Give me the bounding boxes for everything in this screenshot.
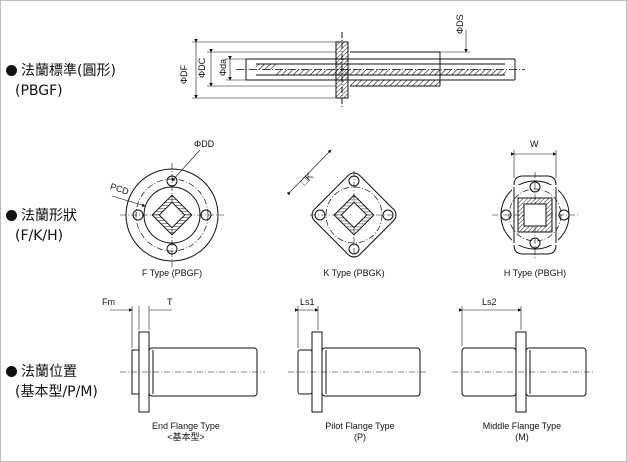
row-title: 法蘭標準(圓形) xyxy=(21,63,116,79)
dim-ds: ΦDS xyxy=(455,14,465,34)
h-type-flange-front xyxy=(492,150,578,258)
dim-dc: ΦDC xyxy=(197,57,207,78)
caption-line2: <基本型> xyxy=(167,432,205,442)
caption-line2: (P) xyxy=(354,432,366,442)
row-label-shape: 法蘭形狀 (F/K/H) xyxy=(6,206,77,246)
row-label-standard: 法蘭標準(圓形) (PBGF) xyxy=(6,61,116,101)
bullet-icon xyxy=(6,366,17,377)
standard-flange-section xyxy=(192,30,525,108)
row-subtitle: (F/K/H) xyxy=(15,228,64,244)
dim-t: T xyxy=(167,297,173,307)
row-title: 法蘭位置 xyxy=(21,364,77,380)
dim-ls1: Ls1 xyxy=(300,297,315,307)
caption-line1: Pilot Flange Type xyxy=(325,421,395,431)
row-label-position: 法蘭位置 (基本型/P/M) xyxy=(6,362,98,402)
bullet-icon xyxy=(6,65,17,76)
dim-dd: ΦDD xyxy=(194,139,215,149)
middle-flange-side xyxy=(452,306,594,413)
dim-w: W xyxy=(530,139,539,149)
end-flange-side xyxy=(110,306,265,413)
caption-line1: Middle Flange Type xyxy=(482,421,562,431)
dim-df: ΦDF xyxy=(179,64,189,84)
dim-da: Φda xyxy=(218,58,228,76)
caption-h-type: H Type (PBGH) xyxy=(503,268,567,278)
caption-end-flange: End Flange Type <基本型> xyxy=(136,421,236,443)
row-subtitle: (基本型/P/M) xyxy=(15,384,98,400)
row-title: 法蘭形狀 xyxy=(21,208,77,224)
caption-middle-flange: Middle Flange Type (M) xyxy=(470,421,574,443)
caption-f-type: F Type (PBGF) xyxy=(141,268,203,278)
f-type-flange-front xyxy=(111,149,224,267)
row-subtitle: (PBGF) xyxy=(15,83,63,99)
k-type-flange-front xyxy=(286,149,398,259)
bullet-icon xyxy=(6,210,17,221)
caption-k-type: K Type (PBGK) xyxy=(323,268,385,278)
pilot-flange-side xyxy=(288,306,428,413)
caption-pilot-flange: Pilot Flange Type (P) xyxy=(310,421,410,443)
caption-line1: End Flange Type xyxy=(152,421,220,431)
dim-ls2: Ls2 xyxy=(482,297,497,307)
dim-fm: Fm xyxy=(102,297,115,307)
caption-line2: (M) xyxy=(515,432,529,442)
